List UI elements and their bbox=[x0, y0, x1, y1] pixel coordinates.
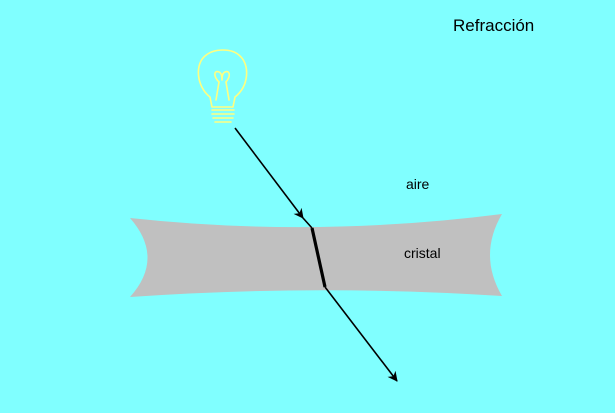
incident-ray-gap bbox=[302, 217, 313, 229]
light-bulb-icon bbox=[197, 49, 248, 123]
refracted-ray bbox=[310, 227, 327, 288]
glass-medium-label: cristal bbox=[404, 245, 441, 261]
incident-ray bbox=[234, 127, 304, 219]
air-medium-label: aire bbox=[406, 176, 430, 192]
glass-slab bbox=[130, 214, 502, 297]
emergent-ray bbox=[324, 286, 398, 382]
diagram-title: Refracción bbox=[453, 16, 535, 35]
